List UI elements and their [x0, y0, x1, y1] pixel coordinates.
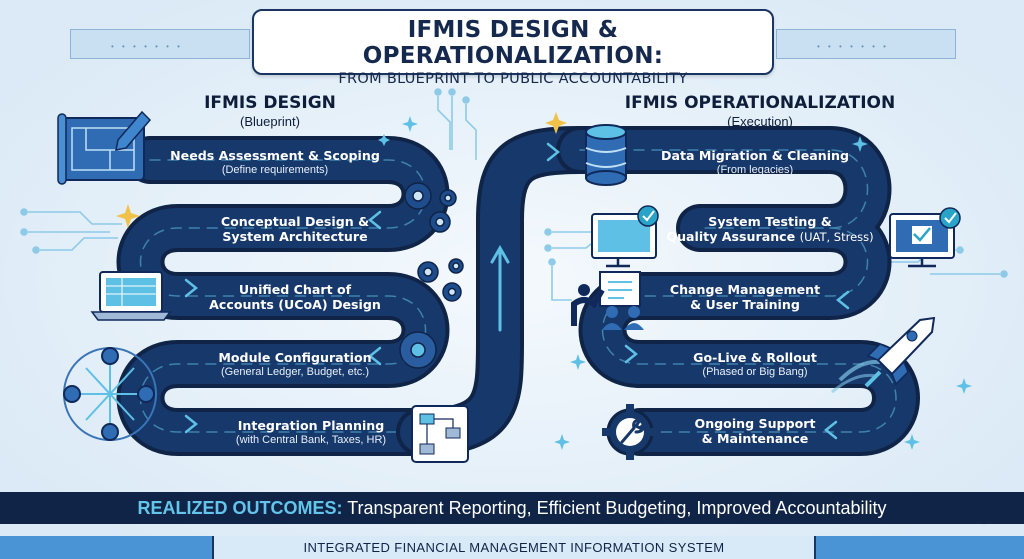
outcomes-label: REALIZED OUTCOMES:: [137, 498, 343, 518]
step-title: Go-Live & Rollout: [693, 350, 817, 365]
operation-road: [556, 126, 920, 456]
network-icon: [63, 347, 157, 441]
design-step-integration: Integration Planning (with Central Bank,…: [186, 418, 436, 447]
footer-label-box: INTEGRATED FINANCIAL MANAGEMENT INFORMAT…: [212, 536, 816, 559]
wrench-gear-icon: [602, 404, 658, 460]
step-detail: (From legacies): [716, 163, 794, 176]
step-title: Integration Planning: [237, 418, 385, 433]
design-step-module-config: Module Configuration (General Ledger, Bu…: [170, 350, 420, 379]
step-title: Needs Assessment & Scoping: [170, 148, 380, 163]
outcomes-text: Transparent Reporting, Efficient Budgeti…: [347, 498, 887, 518]
step-detail: (with Central Bank, Taxes, HR): [235, 433, 387, 446]
flowchart-icon: [411, 405, 469, 463]
page-title: IFMIS DESIGN & OPERATIONALIZATION:: [362, 17, 664, 69]
ribbon-right: • • • • • • •: [776, 29, 956, 59]
step-title-line2: Quality Assurance: [666, 228, 796, 244]
operation-step-ongoing-support: Ongoing Support & Maintenance: [640, 416, 870, 447]
operation-step-system-testing: System Testing & Quality Assurance (UAT,…: [655, 214, 885, 245]
design-road: [116, 136, 450, 456]
database-icon: [585, 124, 627, 186]
gears-icon: [399, 331, 437, 369]
step-detail: (Phased or Big Bang): [702, 365, 808, 378]
step-title-line2: & User Training: [690, 296, 800, 312]
title-banner: IFMIS DESIGN & OPERATIONALIZATION: FROM …: [252, 9, 774, 87]
ribbon-left: • • • • • • •: [70, 29, 250, 59]
monitor-check-icon: [889, 207, 961, 268]
step-title-line1: Ongoing Support: [694, 416, 816, 431]
step-detail: (General Ledger, Budget, etc.): [221, 365, 369, 378]
step-title-line1: Change Management: [669, 282, 821, 297]
step-detail: (UAT, Stress): [799, 229, 874, 244]
operation-heading: IFMIS OPERATIONALIZATION (Execution): [610, 93, 910, 129]
design-heading: IFMIS DESIGN (Blueprint): [170, 93, 370, 129]
gears-icon: [417, 258, 464, 302]
operation-step-go-live: Go-Live & Rollout (Phased or Big Bang): [640, 350, 870, 379]
step-title-line2: & Maintenance: [701, 430, 809, 446]
operation-subtitle: (Execution): [727, 114, 793, 129]
design-title: IFMIS DESIGN: [204, 93, 336, 113]
rocket-icon: [831, 316, 936, 394]
presentation-icon: [571, 271, 644, 330]
design-subtitle: (Blueprint): [240, 114, 300, 129]
outcomes-bar: REALIZED OUTCOMES: Transparent Reporting…: [0, 492, 1024, 524]
laptop-icon: [90, 271, 172, 321]
connector-road: [396, 126, 604, 456]
monitor-check-icon: [591, 205, 659, 268]
footer-bar: INTEGRATED FINANCIAL MANAGEMENT INFORMAT…: [0, 536, 1024, 559]
step-title: Data Migration & Cleaning: [661, 148, 849, 163]
design-step-needs-assessment: Needs Assessment & Scoping (Define requi…: [150, 148, 400, 177]
circuit-lines: [20, 88, 1008, 301]
design-step-conceptual-design: Conceptual Design & System Architecture: [170, 214, 420, 245]
design-step-ucoa: Unified Chart of Accounts (UCoA) Design: [170, 282, 420, 313]
step-title-line1: System Testing &: [708, 214, 832, 229]
operation-step-change-management: Change Management & User Training: [630, 282, 860, 313]
gears-icon: [404, 182, 457, 233]
operation-title: IFMIS OPERATIONALIZATION: [624, 93, 896, 113]
pencil-icon: [115, 110, 152, 151]
outcomes-line: REALIZED OUTCOMES: Transparent Reporting…: [0, 498, 1024, 519]
page-subtitle: FROM BLUEPRINT TO PUBLIC ACCOUNTABILITY: [338, 71, 688, 87]
step-title-line1: Unified Chart of: [238, 282, 352, 297]
step-title-line2: Accounts (UCoA) Design: [209, 296, 381, 312]
step-title: Module Configuration: [218, 350, 372, 365]
step-title-line2: System Architecture: [222, 228, 368, 244]
road-chevrons: [184, 142, 850, 440]
footer-text: INTEGRATED FINANCIAL MANAGEMENT INFORMAT…: [303, 540, 725, 555]
operation-step-data-migration: Data Migration & Cleaning (From legacies…: [640, 148, 870, 177]
step-title-line1: Conceptual Design &: [220, 214, 370, 229]
step-detail: (Define requirements): [221, 163, 329, 176]
